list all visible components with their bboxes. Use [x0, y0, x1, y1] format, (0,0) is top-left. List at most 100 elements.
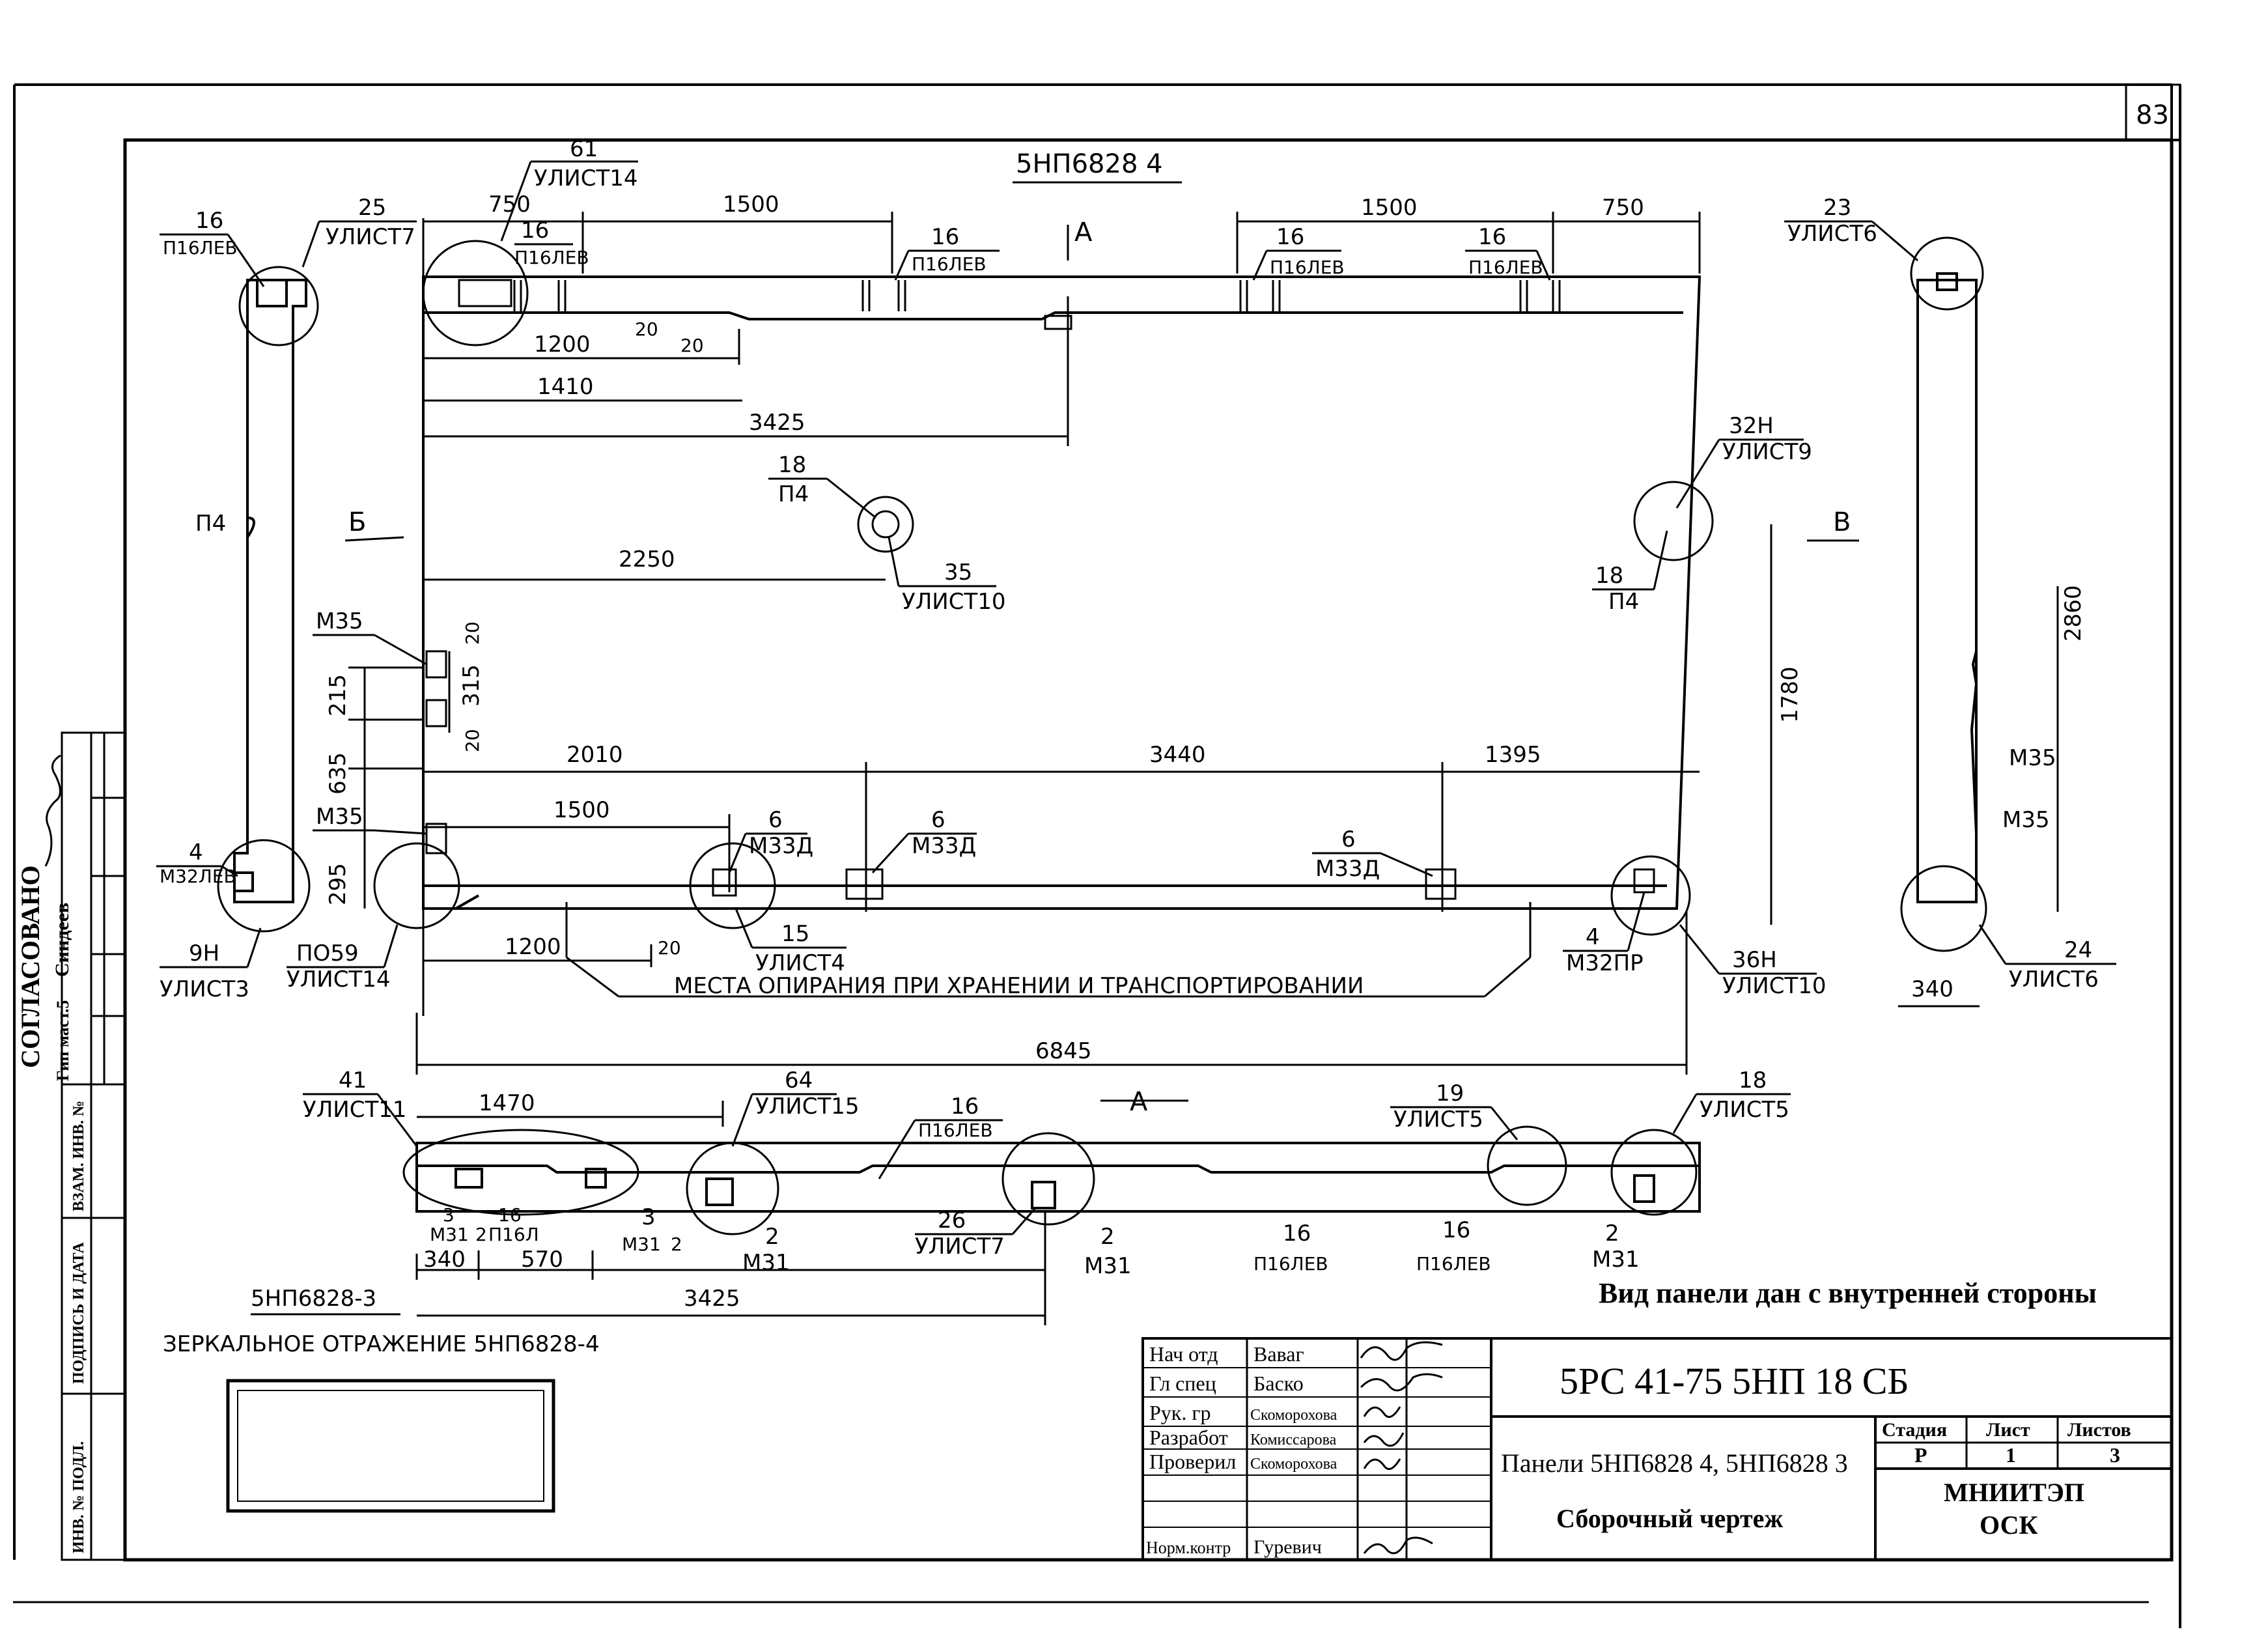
dim-2010: 2010: [567, 742, 623, 768]
callout-6-b-sub: М33Д: [912, 833, 976, 859]
callout-16-plan3-sub: П16ЛЕВ: [1416, 1253, 1491, 1275]
callout-6-c: 6: [1341, 826, 1356, 853]
dim-750-right: 750: [1602, 195, 1644, 221]
callout-9-bottom: ПО59: [296, 940, 359, 966]
dim-1410: 1410: [537, 374, 594, 400]
detail-circle-right-top: [1910, 236, 1984, 311]
dim-3440: 3440: [1149, 742, 1206, 768]
tb-role-2: Рук. гр: [1149, 1401, 1211, 1424]
callout-15: 15: [781, 921, 809, 947]
view-label-a-top: А: [1074, 218, 1093, 247]
callout-16-plan3: 16: [1442, 1217, 1470, 1243]
dim-295: 295: [325, 863, 351, 905]
mirror-label: 5НП6828-3: [251, 1286, 376, 1312]
dim-1780: 1780: [1777, 666, 1803, 723]
callout-19-sheet: УЛИСТ5: [1393, 1107, 1483, 1133]
callout-36n-sheet: УЛИСТ10: [1722, 973, 1827, 999]
stamp-name: Синдеев: [51, 903, 73, 977]
callout-16-tl: 16: [195, 208, 223, 234]
callout-pk-sub: П16Л: [488, 1224, 539, 1245]
callout-18-right-sub: П4: [1608, 589, 1639, 615]
callout-18-top: 18: [778, 452, 806, 478]
detail-circle-right-bottom: [1900, 865, 1987, 952]
tb-name-3: Комиссарова: [1250, 1432, 1337, 1448]
callout-3-b: 3: [641, 1204, 656, 1230]
callout-6-a-sub: М33Д: [749, 833, 813, 859]
lifting-loop-inner: [871, 510, 900, 539]
tb-sheets-label: Листов: [2067, 1419, 2131, 1441]
section-label-a: А: [1130, 1087, 1148, 1117]
dim-1500-mid: 1500: [553, 797, 610, 823]
tb-name-0: Ваваг: [1253, 1342, 1304, 1366]
dim-6845: 6845: [1035, 1038, 1092, 1064]
plan-dimension-lines: [415, 1101, 1046, 1325]
callout-16-pk: 16: [498, 1204, 522, 1226]
panel-title: 5НП6828 4: [1016, 149, 1163, 179]
dim-340-plan: 340: [423, 1247, 466, 1273]
tb-role-5: Норм.контр: [1146, 1538, 1231, 1557]
callout-4-left-sub: М32ЛЕВ: [160, 866, 236, 887]
left-embeds: [425, 650, 447, 854]
stamp-inv-zam: ВЗАМ. ИНВ. №: [70, 1101, 87, 1211]
stamp-role: Гип маст.5: [53, 1000, 72, 1081]
tb-name-5: Гуревич: [1253, 1536, 1322, 1558]
support-note: МЕСТА ОПИРАНИЯ ПРИ ХРАНЕНИИ И ТРАНСПОРТИ…: [674, 973, 1364, 999]
callout-36n: 36Н: [1732, 947, 1777, 973]
callout-25: 25: [358, 195, 386, 221]
dim-1500-left: 1500: [723, 191, 779, 218]
callout-16-plan-sub: П16ЛЕВ: [918, 1120, 993, 1141]
tb-sheet: 1: [2006, 1443, 2016, 1467]
callout-m31-c: М31: [742, 1250, 790, 1276]
plan-view: [415, 1142, 1701, 1213]
tb-code: 5РС 41-75 5НП 18 СБ: [1560, 1360, 1909, 1402]
detail-circle-right-mid: [1633, 481, 1714, 561]
dim-20-b: 20: [462, 729, 483, 752]
left-side-view: [233, 279, 307, 903]
callout-24-sheet: УЛИСТ6: [2009, 966, 2099, 993]
callout-16-a-sub: П16ЛЕВ: [514, 247, 589, 268]
callout-16-plan2-sub: П16ЛЕВ: [1253, 1253, 1328, 1275]
lifting-loop-circle: [857, 496, 914, 553]
tb-name-2: Скоморохова: [1250, 1407, 1337, 1424]
callout-2-c: 2: [765, 1224, 779, 1250]
callout-61: 61: [570, 136, 598, 162]
tb-stage-label: Стадия: [1882, 1419, 1947, 1441]
dim-750-left: 750: [488, 191, 531, 218]
detail-circle-bottom-left: [373, 842, 460, 929]
callout-2-b: 2: [671, 1234, 682, 1255]
callouts: 61 УЛИСТ14 25 УЛИСТ7 16 П16ЛЕВ 16 П16ЛЕВ…: [160, 136, 2099, 1279]
callout-18-right: 18: [1595, 563, 1623, 589]
stamp-sign-date: ПОДПИСЬ И ДАТА: [70, 1242, 87, 1384]
stamp-signature: [44, 754, 61, 867]
dim-315: 315: [458, 664, 484, 707]
callout-6-a: 6: [768, 807, 783, 833]
callout-2-e: 2: [1605, 1220, 1619, 1247]
callout-16-b-sub: П16ЛЕВ: [912, 253, 987, 275]
callout-16-d: 16: [1478, 224, 1506, 250]
top-dimension-lines: [422, 212, 1701, 1016]
stamp-inv-orig: ИНВ. № ПОДЛ.: [70, 1441, 87, 1553]
callout-9n-sheet: УЛИСТ3: [160, 976, 249, 1002]
callout-m35-side-a: М35: [2009, 745, 2056, 771]
tb-stage: Р: [1914, 1443, 1927, 1467]
callout-25-sheet: УЛИСТ7: [326, 224, 415, 250]
title-block-rows: Нач отд Ваваг Гл спец Баско Рук. гр Ском…: [1146, 1342, 1337, 1558]
view-b-arrow: [344, 536, 404, 542]
tb-role-4: Проверил: [1149, 1450, 1236, 1473]
callout-32n-sheet: УЛИСТ9: [1722, 439, 1812, 465]
callout-16-plan: 16: [951, 1093, 979, 1120]
tb-sheets: 3: [2110, 1443, 2120, 1467]
tb-org-1: МНИИТЭП: [1944, 1478, 2084, 1507]
right-dimension-lines: [1770, 524, 2059, 1008]
tb-org-2: ОСК: [1980, 1510, 2038, 1540]
callout-23: 23: [1823, 195, 1851, 221]
detail-ellipse-plan-left: [402, 1129, 639, 1216]
callout-41-sheet: УЛИСТ11: [303, 1097, 407, 1123]
callout-16-tl-sub: П16ЛЕВ: [163, 237, 238, 259]
stamp-agreed: СОГЛАСОВАНО: [16, 866, 45, 1068]
callout-16-b: 16: [931, 224, 959, 250]
callout-16-c: 16: [1276, 224, 1304, 250]
callout-16-c-sub: П16ЛЕВ: [1270, 257, 1345, 278]
callout-35: 35: [944, 559, 972, 585]
callout-26-sheet: УЛИСТ7: [915, 1234, 1005, 1260]
